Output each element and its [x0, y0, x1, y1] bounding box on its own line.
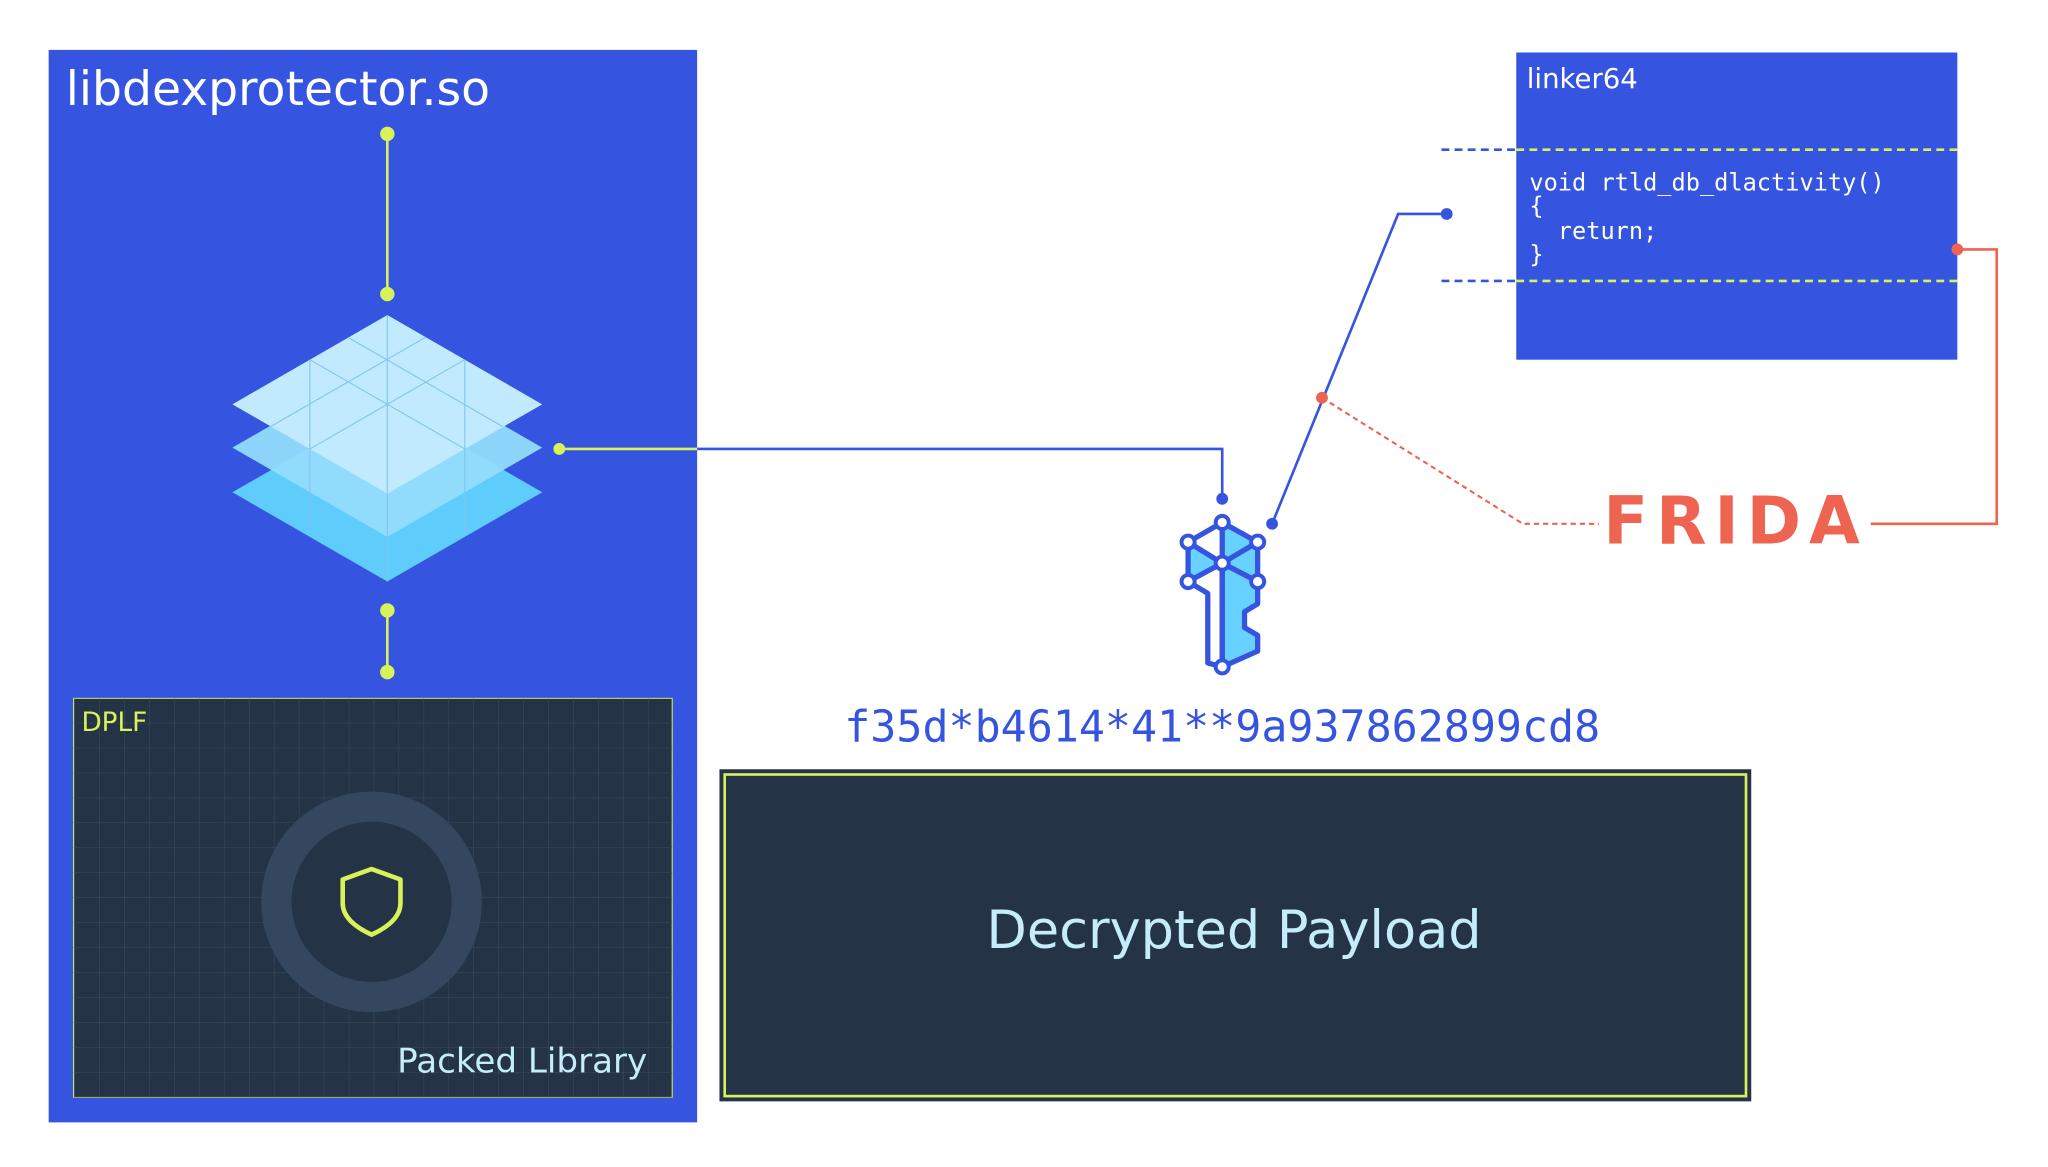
key-icon — [1179, 513, 1267, 676]
dplf-tag: DPLF — [81, 708, 147, 738]
code-line: { — [1529, 192, 1543, 220]
linker-title: linker64 — [1527, 63, 1638, 95]
shield-icon — [340, 866, 403, 937]
packed-library-panel: DPLF Packed Library — [73, 697, 673, 1098]
linker64-box: linker64 void rtld_db_dlactivity() { ret… — [1441, 52, 1958, 360]
frida-logo: FRIDA — [1603, 483, 1867, 559]
packed-label: Packed Library — [397, 1041, 647, 1081]
payload-label: Decrypted Payload — [986, 900, 1481, 961]
code-line: void rtld_db_dlactivity() — [1529, 168, 1884, 196]
library-title: libdexprotector.so — [66, 62, 490, 117]
frida-connectors — [1316, 243, 1999, 526]
stack-key-connector — [553, 443, 1229, 505]
code-line: } — [1529, 241, 1543, 269]
connector-top — [380, 126, 395, 680]
linker-code: void rtld_db_dlactivity() { return; } — [1529, 168, 1884, 268]
library-panel: libdexprotector.so DPLF Packed Library — [48, 49, 698, 1123]
code-line: return; — [1529, 217, 1657, 245]
key-hash: f35d*b4614*41**9a937862899cd8 — [844, 703, 1600, 753]
key-linker-connector — [1266, 208, 1453, 530]
decrypted-payload-box: Decrypted Payload — [719, 769, 1752, 1102]
frida-logo-text: FRIDA — [1603, 483, 1867, 559]
